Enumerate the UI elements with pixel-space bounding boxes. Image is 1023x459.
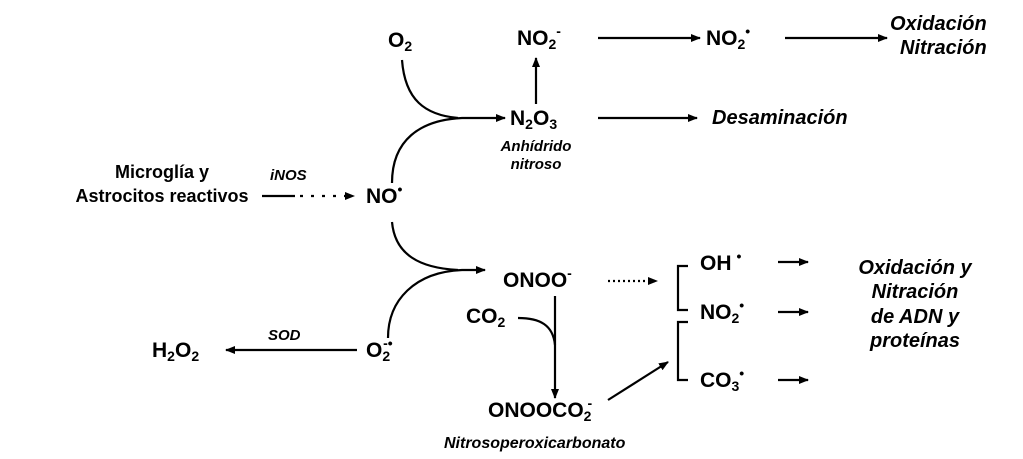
- species-no-radical: NO•: [366, 181, 403, 208]
- enzyme-sod: SOD: [268, 327, 301, 344]
- species-h2o2: H2O2: [152, 339, 200, 364]
- curve-no-down-merge: [390, 221, 459, 272]
- species-o2: O2: [388, 29, 413, 54]
- label-anhidrido-nitroso: Anhídrido nitroso: [500, 138, 572, 173]
- source-microglia-astrocitos: Microglía y Astrocitos reactivos: [75, 162, 249, 207]
- species-no2-anion: NO2-: [517, 23, 561, 52]
- species-onooco2: ONOOCO2-: [488, 395, 593, 424]
- species-oh-radical: OH•: [700, 248, 742, 275]
- outcome-oxidacion-nitracion: Oxidación Nitración: [890, 13, 987, 59]
- curve-superoxide-to-onoo: [386, 266, 486, 339]
- species-superoxide: O2-•: [366, 335, 393, 364]
- species-no2-radical-top: NO2•: [706, 23, 751, 52]
- curve-co2-merge: [517, 316, 557, 346]
- curve-o2-merge: [400, 59, 459, 120]
- species-co3-radical: CO3•: [700, 365, 745, 394]
- species-n2o3: N2O3: [510, 107, 558, 132]
- outcome-desaminacion: Desaminación: [712, 107, 848, 129]
- species-no2-radical-bottom: NO2•: [700, 297, 745, 326]
- species-onoo: ONOO-: [503, 265, 572, 292]
- bracket-upper: [676, 264, 688, 312]
- curve-no-to-n2o3: [390, 114, 506, 184]
- enzyme-inos: iNOS: [270, 167, 307, 184]
- species-co2: CO2: [466, 305, 506, 330]
- outcome-oxidacion-adn-proteinas: Oxidación y Nitración de ADN y proteínas: [858, 257, 972, 353]
- label-nitrosoperoxicarbonato: Nitrosoperoxicarbonato: [444, 435, 626, 452]
- bracket-lower: [676, 320, 688, 382]
- arrow-onooco2-to-bracket: [607, 361, 669, 401]
